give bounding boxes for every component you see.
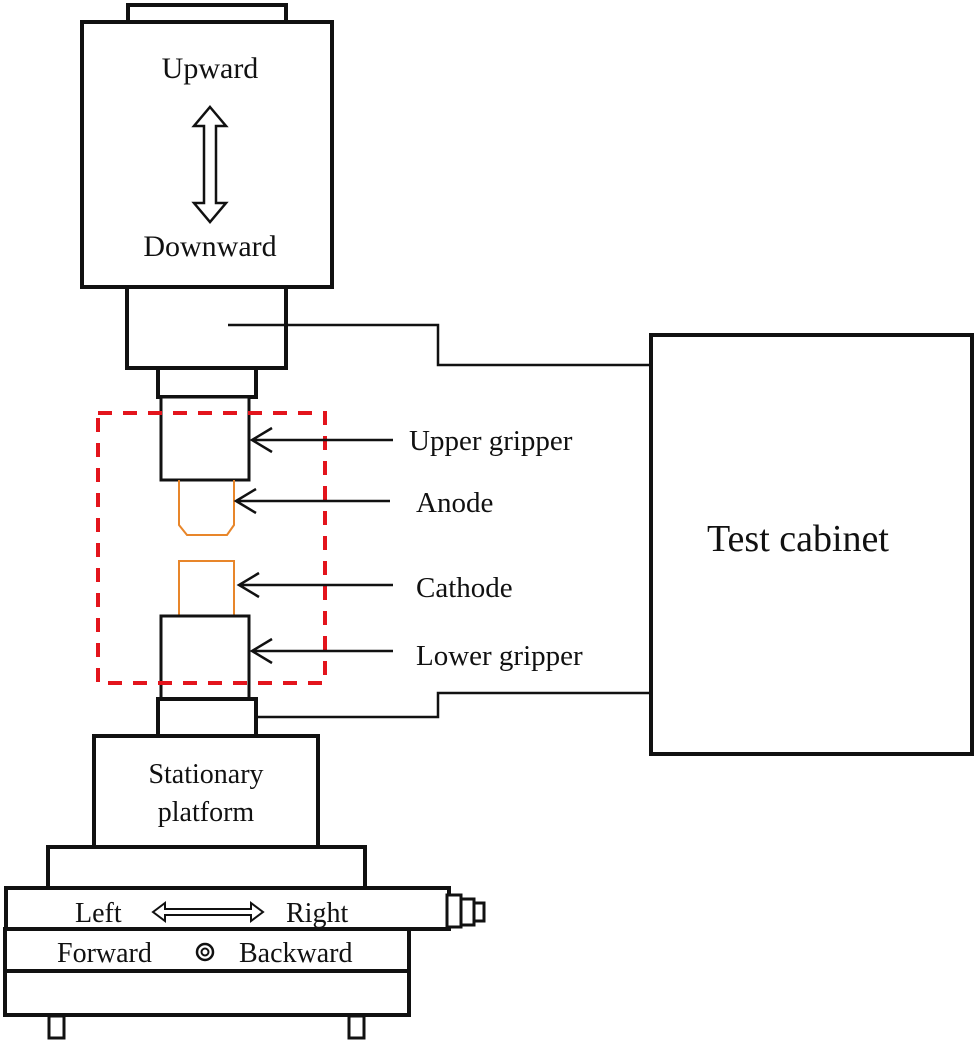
backward-label: Backward	[239, 938, 353, 969]
cathode	[178, 560, 235, 616]
out-of-plane-arrow-icon	[195, 942, 215, 962]
platform-label-line1: Stationary	[148, 759, 263, 790]
right-label: Right	[286, 898, 348, 929]
stage-bottom-block	[3, 969, 411, 1017]
stationary-platform	[92, 734, 320, 849]
upper-wire	[228, 323, 652, 367]
cathode-arrow-icon	[236, 571, 393, 599]
stage-knob	[459, 897, 476, 927]
platform-label-line2: platform	[158, 797, 255, 828]
test-cabinet-label: Test cabinet	[707, 518, 889, 560]
horizontal-double-arrow-icon	[151, 901, 265, 923]
stage-base-block	[46, 845, 367, 890]
vertical-double-arrow-icon	[191, 105, 229, 224]
lower-wire	[230, 691, 652, 719]
upper-gripper	[159, 395, 251, 482]
cathode-label: Cathode	[416, 572, 513, 604]
anode-arrow-icon	[233, 487, 390, 515]
forward-label: Forward	[57, 938, 152, 969]
lower-gripper-arrow-icon	[249, 637, 393, 665]
lower-collar	[156, 697, 258, 738]
left-foot	[47, 1014, 66, 1040]
test-cabinet	[649, 333, 974, 756]
downward-label: Downward	[143, 230, 276, 263]
lower-gripper	[159, 614, 251, 701]
stage-knob-base	[445, 893, 463, 929]
electrode-region-highlight	[96, 411, 327, 685]
anode	[178, 480, 235, 536]
left-label: Left	[75, 898, 122, 929]
upper-gripper-arrow-icon	[249, 426, 393, 454]
right-foot	[347, 1014, 366, 1040]
upper-collar	[156, 366, 258, 399]
lower-gripper-label: Lower gripper	[416, 640, 583, 672]
stage-knob-tip	[472, 901, 486, 923]
upper-gripper-label: Upper gripper	[409, 425, 573, 457]
load-cell-block	[125, 285, 288, 370]
upward-label: Upward	[162, 52, 259, 85]
anode-label: Anode	[416, 487, 493, 519]
